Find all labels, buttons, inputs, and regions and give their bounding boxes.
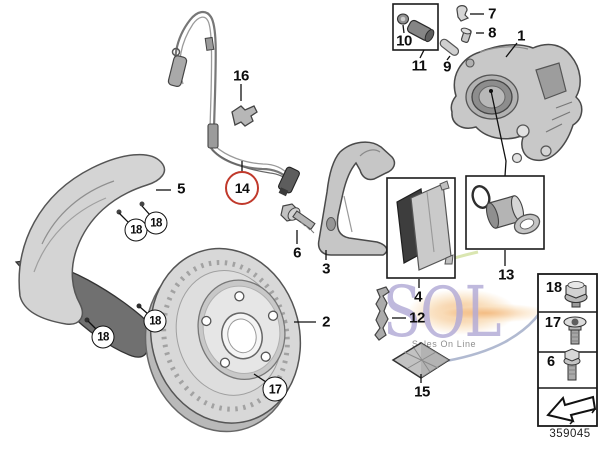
callout-2[interactable]: 2 (322, 313, 330, 331)
direction-arrow-icon (546, 395, 597, 425)
callout-18-c[interactable]: 18 (91, 325, 115, 349)
cable-ferrule (204, 36, 215, 51)
sensor-connector-grip (167, 55, 188, 87)
callout-14-highlighted[interactable]: 14 (225, 171, 259, 205)
caliper-carrier (317, 141, 396, 256)
sensor-holder-bracket (231, 105, 258, 127)
callout-5[interactable]: 5 (177, 180, 185, 198)
dust-shield (14, 153, 167, 358)
watermark-orange-streak (419, 303, 551, 323)
bleeder-valve (460, 27, 472, 43)
callout-16[interactable]: 16 (233, 67, 249, 85)
callout-8[interactable]: 8 (488, 24, 496, 42)
wheel-bolt-hole (267, 310, 279, 321)
piston-kit-box (465, 175, 545, 250)
shield-rivet (116, 209, 122, 215)
catalog-number: 359045 (549, 428, 591, 440)
piston-seal-oring (471, 185, 491, 209)
legend-panel (537, 273, 598, 427)
watermark-letter-l: L (464, 271, 502, 353)
flange-bolt-icon (564, 281, 588, 308)
countersunk-screw-icon (563, 316, 587, 345)
callout-17[interactable]: 17 (262, 376, 288, 402)
wheel-bolt-hole (260, 351, 271, 362)
brake-pads-box (386, 177, 456, 279)
watermark-letter-s: S (382, 271, 422, 353)
callout-13[interactable]: 13 (498, 266, 514, 284)
sensor-plug (278, 166, 300, 197)
callout-3[interactable]: 3 (322, 260, 330, 278)
wheel-bolt-hole (234, 291, 245, 302)
grease-sachet (391, 342, 451, 379)
caliper-lug-hole (511, 152, 523, 164)
caliper-window (535, 62, 567, 100)
callout-10[interactable]: 10 (396, 32, 412, 50)
callout-12[interactable]: 12 (409, 309, 425, 327)
legend-num-6[interactable]: 6 (546, 354, 556, 370)
bleeder-boss (465, 58, 475, 68)
callout-15[interactable]: 15 (414, 383, 430, 401)
wheel-bolt-hole (201, 315, 212, 327)
watermark-tagline: Sales On Line (411, 339, 477, 349)
brake-caliper (450, 43, 583, 164)
guide-pin (439, 38, 460, 56)
cable-sleeve (207, 123, 219, 149)
legend-num-18[interactable]: 18 (545, 280, 563, 296)
callout-7[interactable]: 7 (488, 5, 496, 23)
callout-18-b[interactable]: 18 (144, 211, 168, 235)
callout-6[interactable]: 6 (293, 244, 301, 262)
callout-11[interactable]: 11 (411, 57, 427, 75)
hex-bolt-icon (563, 348, 581, 381)
caliper-lug-hole (540, 145, 552, 157)
callout-4[interactable]: 4 (414, 288, 422, 306)
piston (485, 195, 525, 229)
guide-sleeve (406, 19, 435, 43)
callout-9[interactable]: 9 (443, 58, 451, 76)
leader-lines (87, 13, 518, 383)
wheel-bolt-hole (219, 357, 231, 368)
shield-rivet (139, 201, 145, 207)
bushing-kit-box (392, 3, 439, 51)
brake-disc (144, 247, 302, 433)
legend-num-17[interactable]: 17 (544, 315, 562, 331)
wear-sensor-wire (167, 10, 300, 197)
callout-1[interactable]: 1 (517, 27, 525, 45)
callout-18-d[interactable]: 18 (143, 309, 167, 333)
caliper-lug-hole (516, 124, 530, 138)
anti-rattle-clip (374, 286, 390, 341)
bleeder-cap (456, 5, 470, 22)
sensor-eyelet (171, 47, 181, 57)
watermark-letter-o: O (420, 272, 466, 354)
carrier-bolt (280, 203, 316, 234)
